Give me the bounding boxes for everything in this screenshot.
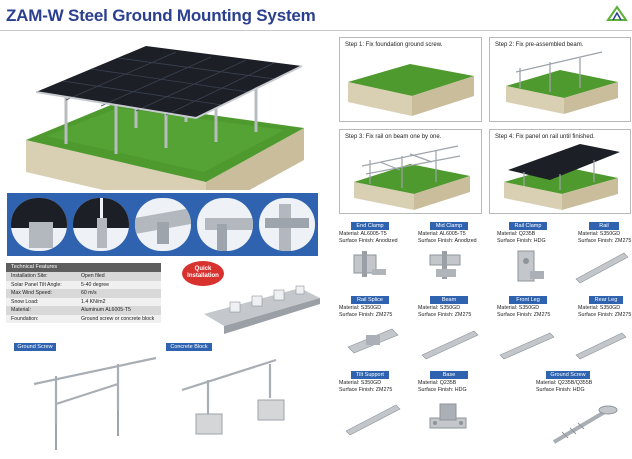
- component-finish: Surface Finish: ZM275: [418, 312, 472, 318]
- component-name-tag: End Clamp: [351, 222, 389, 230]
- component-material: Material: S350GD: [339, 305, 382, 311]
- step-caption: Step 4: Fix panel on rail until finished…: [495, 134, 595, 140]
- component-name-tag: Ground Screw: [546, 371, 590, 379]
- table-row: Installation Site:Open filed: [6, 272, 161, 281]
- component-finish: Surface Finish: ZM275: [339, 387, 393, 393]
- detail-mid-clamp: [73, 198, 129, 251]
- concrete-block-foundation-label: Concrete Block: [166, 343, 212, 351]
- technical-features-table: Technical Features Installation Site:Ope…: [6, 263, 161, 323]
- page-title: ZAM-W Steel Ground Mounting System: [6, 6, 316, 25]
- ground-screw-image: [548, 396, 624, 450]
- component-finish: Surface Finish: ZM275: [578, 312, 632, 318]
- preassembled-rail-render: [200, 280, 322, 338]
- hero-system-render: [6, 32, 318, 214]
- concrete-block-frame-drawing: [178, 356, 328, 454]
- component-name-tag: Rail Splice: [351, 296, 389, 304]
- component-finish: Surface Finish: ZM275: [339, 312, 393, 318]
- component-finish: Surface Finish: Anodized: [339, 238, 398, 244]
- step-3-panel: Step 3: Fix rail on beam one by one.: [339, 129, 482, 214]
- step-caption: Step 1: Fix foundation ground screw.: [345, 42, 443, 48]
- component-finish: Surface Finish: ZM275: [578, 238, 632, 244]
- component-material: Material: S350GD: [578, 305, 621, 311]
- component-finish: Surface Finish: HDG: [497, 238, 546, 244]
- detail-rail-clamp: [135, 198, 191, 251]
- front-leg-image: [496, 321, 560, 361]
- table-row: Solar Panel Tilt Angle:5-40 degree: [6, 280, 161, 289]
- component-name-tag: Rail Clamp: [509, 222, 547, 230]
- component-name-tag: Tilt Support: [351, 371, 389, 379]
- detail-beam-joint: [197, 198, 253, 251]
- rear-leg-image: [572, 321, 630, 361]
- component-name-tag: Mid Clamp: [430, 222, 468, 230]
- table-heading: Technical Features: [6, 263, 161, 272]
- component-name-tag: Front Leg: [509, 296, 547, 304]
- quick-installation-badge: Quick Installation: [182, 261, 224, 286]
- component-name-tag: Rear Leg: [589, 296, 623, 304]
- component-name-tag: Rail: [589, 222, 619, 230]
- component-name-tag: Beam: [430, 296, 468, 304]
- header-divider: [0, 30, 632, 31]
- end-clamp-image: [348, 247, 392, 287]
- rail-image: [572, 247, 630, 287]
- component-material: Material: AL6005-T5: [339, 231, 387, 237]
- component-name-tag: Base: [430, 371, 468, 379]
- table-row: Foundation:Ground screw or concrete bloc…: [6, 314, 161, 323]
- component-material: Material: AL6005-T5: [418, 231, 466, 237]
- table-row: Snow Load:1.4 KN/m2: [6, 297, 161, 306]
- tilt-support-image: [342, 397, 404, 437]
- component-material: Material: S350GD: [418, 305, 461, 311]
- detail-end-clamp: [11, 198, 67, 251]
- component-material: Material: Q235B: [497, 231, 536, 237]
- step-2-panel: Step 2: Fix pre-assembled beam.: [489, 37, 631, 122]
- component-detail-strip: [7, 193, 318, 256]
- component-material: Material: Q235B/Q355B: [536, 380, 593, 386]
- component-material: Material: Q235B: [418, 380, 457, 386]
- step-1-panel: Step 1: Fix foundation ground screw.: [339, 37, 482, 122]
- table-row: Material:Aluminum AL6005-T5: [6, 306, 161, 315]
- brand-logo: [606, 4, 628, 24]
- base-plate-image: [426, 398, 470, 438]
- component-finish: Surface Finish: HDG: [536, 387, 585, 393]
- mid-clamp-image: [426, 247, 470, 287]
- component-material: Material: S350GD: [578, 231, 621, 237]
- ground-screw-frame-drawing: [28, 354, 168, 454]
- table-body: Installation Site:Open filed Solar Panel…: [6, 272, 161, 323]
- table-row: Max Wind Speed:60 m/s: [6, 289, 161, 298]
- component-finish: Surface Finish: Anodized: [418, 238, 477, 244]
- component-material: Material: S350GD: [339, 380, 382, 386]
- step-caption: Step 2: Fix pre-assembled beam.: [495, 42, 584, 48]
- beam-image: [418, 321, 482, 361]
- step-caption: Step 3: Fix rail on beam one by one.: [345, 134, 442, 140]
- ground-screw-foundation-label: Ground Screw: [14, 343, 56, 351]
- detail-leg-joint: [259, 198, 315, 251]
- step-4-panel: Step 4: Fix panel on rail until finished…: [489, 129, 631, 214]
- component-finish: Surface Finish: HDG: [418, 387, 467, 393]
- rail-clamp-image: [508, 247, 548, 287]
- component-material: Material: S350GD: [497, 305, 540, 311]
- rail-splice-image: [342, 321, 404, 361]
- component-finish: Surface Finish: ZM275: [497, 312, 551, 318]
